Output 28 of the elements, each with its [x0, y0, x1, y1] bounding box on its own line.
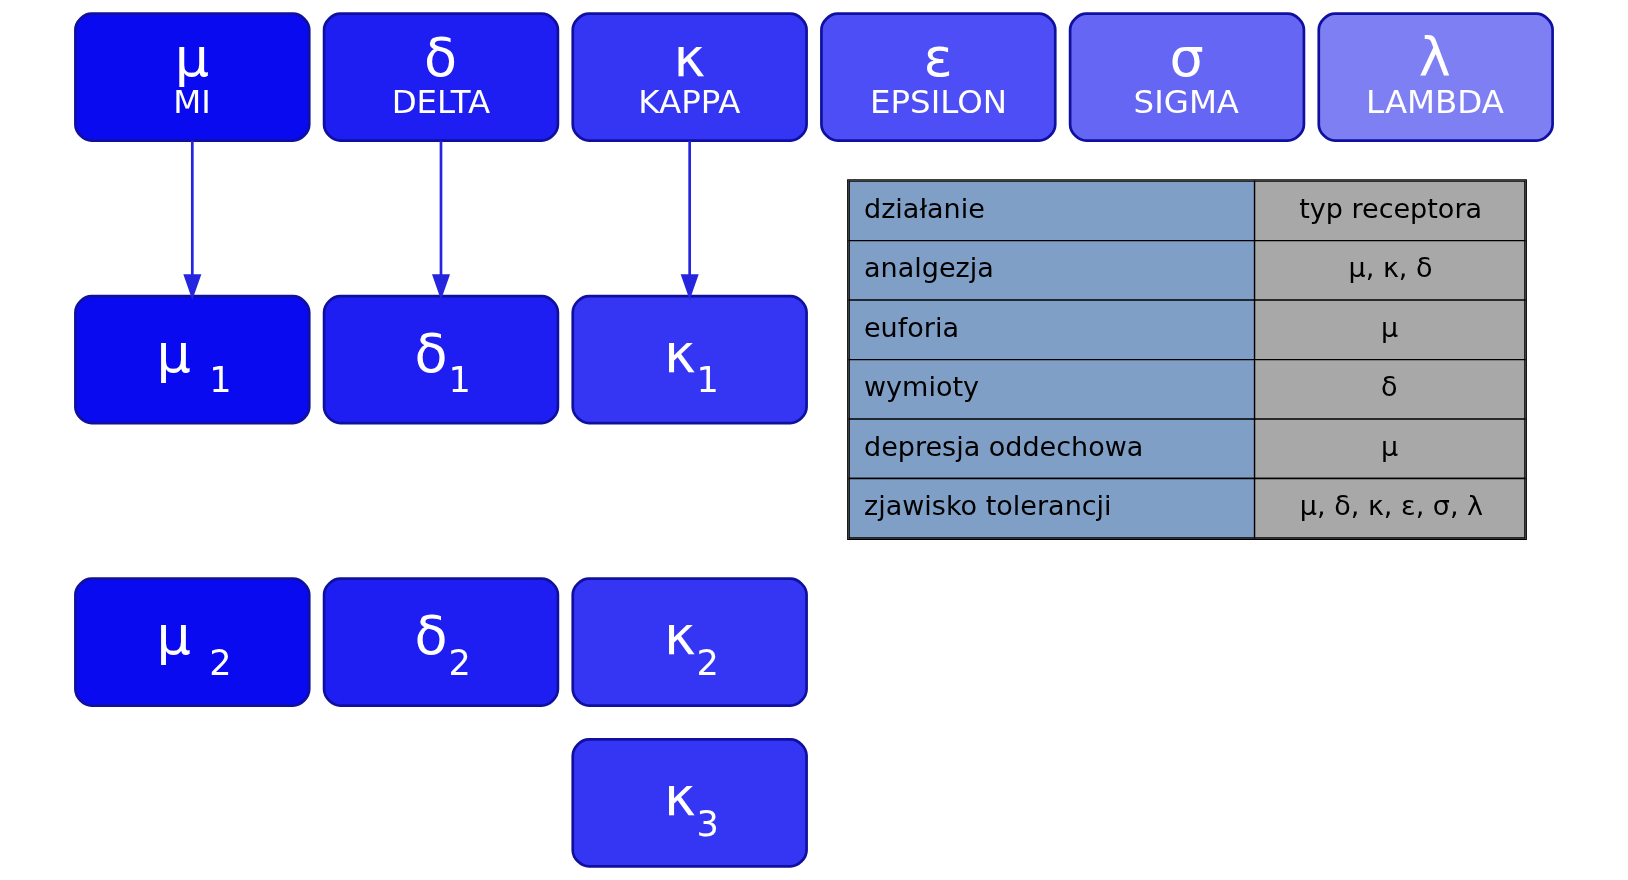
- node-box: κ$_{2}$: [571, 577, 808, 707]
- arrow: [183, 140, 202, 301]
- node-box: μ $_{1}$: [74, 294, 311, 425]
- label: μ: [1380, 430, 1399, 462]
- node-box: μ $_{2}$: [74, 577, 311, 707]
- label: μ, κ, δ: [1348, 252, 1433, 284]
- label: zjawisko tolerancji: [864, 490, 1112, 522]
- label: euforia: [864, 311, 959, 343]
- label: analgezja: [864, 252, 994, 284]
- label: typ receptora: [1299, 192, 1483, 224]
- label: δ: [1380, 371, 1398, 403]
- node-box: δ$_{1}$: [322, 294, 560, 425]
- node-box: κ$_{3}$: [571, 738, 808, 868]
- label: działanie: [864, 192, 985, 224]
- label: μ: [1380, 311, 1399, 343]
- label: depresja oddechowa: [864, 430, 1144, 462]
- node-box: λ LAMBDA: [1317, 12, 1554, 142]
- node-box: δ DELTA: [322, 12, 560, 142]
- node-box: σ SIGMA: [1068, 12, 1306, 142]
- arrow: [432, 140, 450, 301]
- label: wymioty: [864, 371, 980, 403]
- node-box: ε EPSILON: [820, 12, 1057, 142]
- node-box: δ$_{2}$: [322, 577, 560, 707]
- node-box: μ MI: [74, 12, 311, 142]
- label: μ, δ, κ, ε, σ, λ: [1299, 490, 1484, 522]
- node-box: κ KAPPA: [571, 12, 808, 142]
- node-box: κ$_{1}$: [571, 294, 808, 425]
- arrow: [680, 140, 699, 301]
